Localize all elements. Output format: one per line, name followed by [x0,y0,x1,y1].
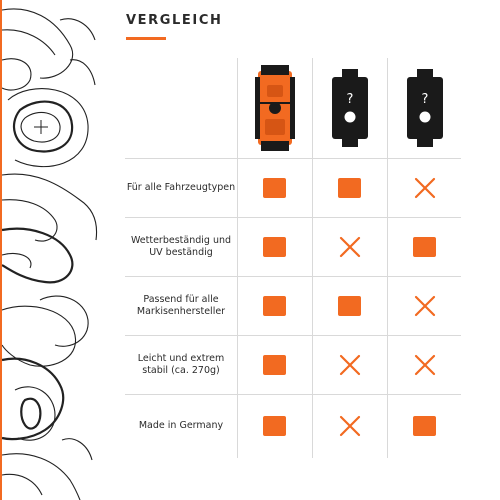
cross-icon [414,295,435,316]
product-own [237,58,312,158]
comparison-cell [237,335,312,394]
grid-line [387,58,388,458]
comparison-cell [312,394,387,458]
product-competitor-2: ? [387,58,462,158]
title-underline [126,37,166,40]
cross-icon [414,354,435,375]
comparison-cell [237,158,312,217]
grid-line [125,394,461,395]
comparison-cell [312,276,387,335]
comparison-cell [312,217,387,276]
comparison-cell [387,335,462,394]
cross-icon [339,236,360,257]
comparison-cell [237,394,312,458]
comparison-cell [387,217,462,276]
check-square-icon [263,416,286,436]
feature-label: Wetterbeständig und UV beständig [130,234,232,258]
feature-label: Für alle Fahrzeugtypen [126,181,236,193]
question-mark: ? [421,92,428,107]
grid-line [125,217,461,218]
comparison-cell [387,158,462,217]
grid-line [125,158,461,159]
cross-icon [339,354,360,375]
cross-icon [414,177,435,198]
check-square-icon [338,177,361,198]
check-square-icon [263,177,286,198]
grid-line [237,58,238,458]
check-square-icon [338,295,361,316]
question-mark: ? [346,92,353,107]
accent-stripe [0,0,2,500]
feature-label: Made in Germany [138,420,224,431]
check-square-icon [263,295,286,316]
grid-line [125,335,461,336]
grid-line [125,276,461,277]
check-square-icon [263,236,286,257]
comparison-cell [387,276,462,335]
comparison-cell [312,158,387,217]
grid-line [312,58,313,458]
comparison-cell [237,276,312,335]
black-bracket-question-icon: ? [331,69,368,147]
check-square-icon [413,236,436,257]
orange-bracket-icon [254,65,295,151]
check-square-icon [413,416,436,436]
black-bracket-question-icon: ? [406,69,443,147]
comparison-cell [387,394,462,458]
comparison-cell [237,217,312,276]
topographic-map-decoration [1,8,98,500]
product-competitor-1: ? [312,58,387,158]
feature-label: Passend für alle Markisenhersteller [136,293,226,317]
comparison-cell [312,335,387,394]
page-title: VERGLEICH [126,13,223,28]
comparison-table: ? ? Für alle Fahrzeugtypen Wetterbeständ… [125,58,461,458]
feature-label: Leicht und extrem stabil (ca. 270g) [137,352,225,376]
check-square-icon [263,354,286,375]
cross-icon [339,415,360,437]
